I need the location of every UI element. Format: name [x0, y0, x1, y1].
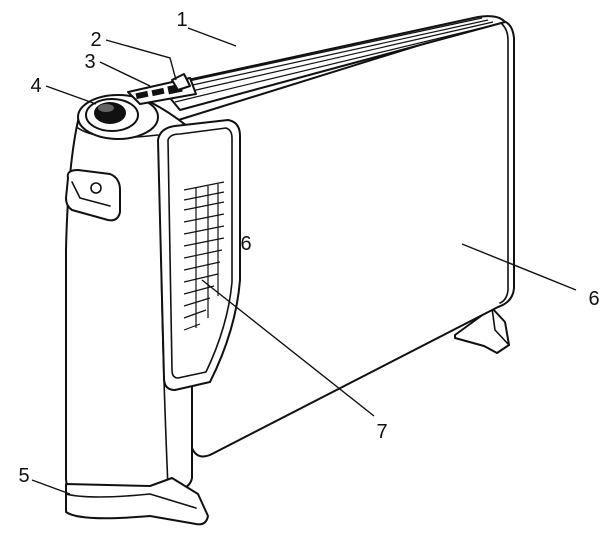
- panel-edge: [499, 23, 509, 304]
- grille-inner: [167, 127, 233, 379]
- knob-highlight: [98, 104, 114, 112]
- callout-6-side: 6: [240, 233, 251, 255]
- leader-3: [99, 61, 151, 87]
- handle-slot: [65, 169, 121, 222]
- callout-5: 5: [18, 465, 29, 487]
- leader-4: [45, 85, 97, 105]
- leader-2: [105, 39, 177, 81]
- left-foot: [65, 477, 209, 526]
- thermostat-knob: [94, 102, 126, 124]
- power-switches: [135, 83, 183, 100]
- handle-dot: [90, 182, 102, 194]
- callout-2: 2: [90, 29, 101, 51]
- leader-5: [31, 479, 71, 495]
- right-foot: [454, 307, 510, 354]
- neon-indicator: [171, 73, 191, 91]
- callout-1: 1: [176, 9, 187, 31]
- callout-7: 7: [376, 421, 387, 443]
- top-vent: [159, 15, 506, 111]
- callout-3: 3: [84, 51, 95, 73]
- front-panel: [171, 19, 515, 458]
- leader-7: [201, 279, 375, 417]
- handle-grip: [71, 181, 111, 207]
- callout-6-front: 6: [588, 288, 599, 310]
- front-grille: [183, 181, 225, 331]
- right-foot-edge: [491, 307, 510, 346]
- leader-lines: [31, 27, 577, 495]
- callout-4: 4: [30, 75, 41, 97]
- leader-1: [187, 27, 237, 47]
- top-vent-ridges: [169, 17, 499, 103]
- leader-6: [461, 243, 577, 291]
- left-foot-edge: [65, 493, 197, 509]
